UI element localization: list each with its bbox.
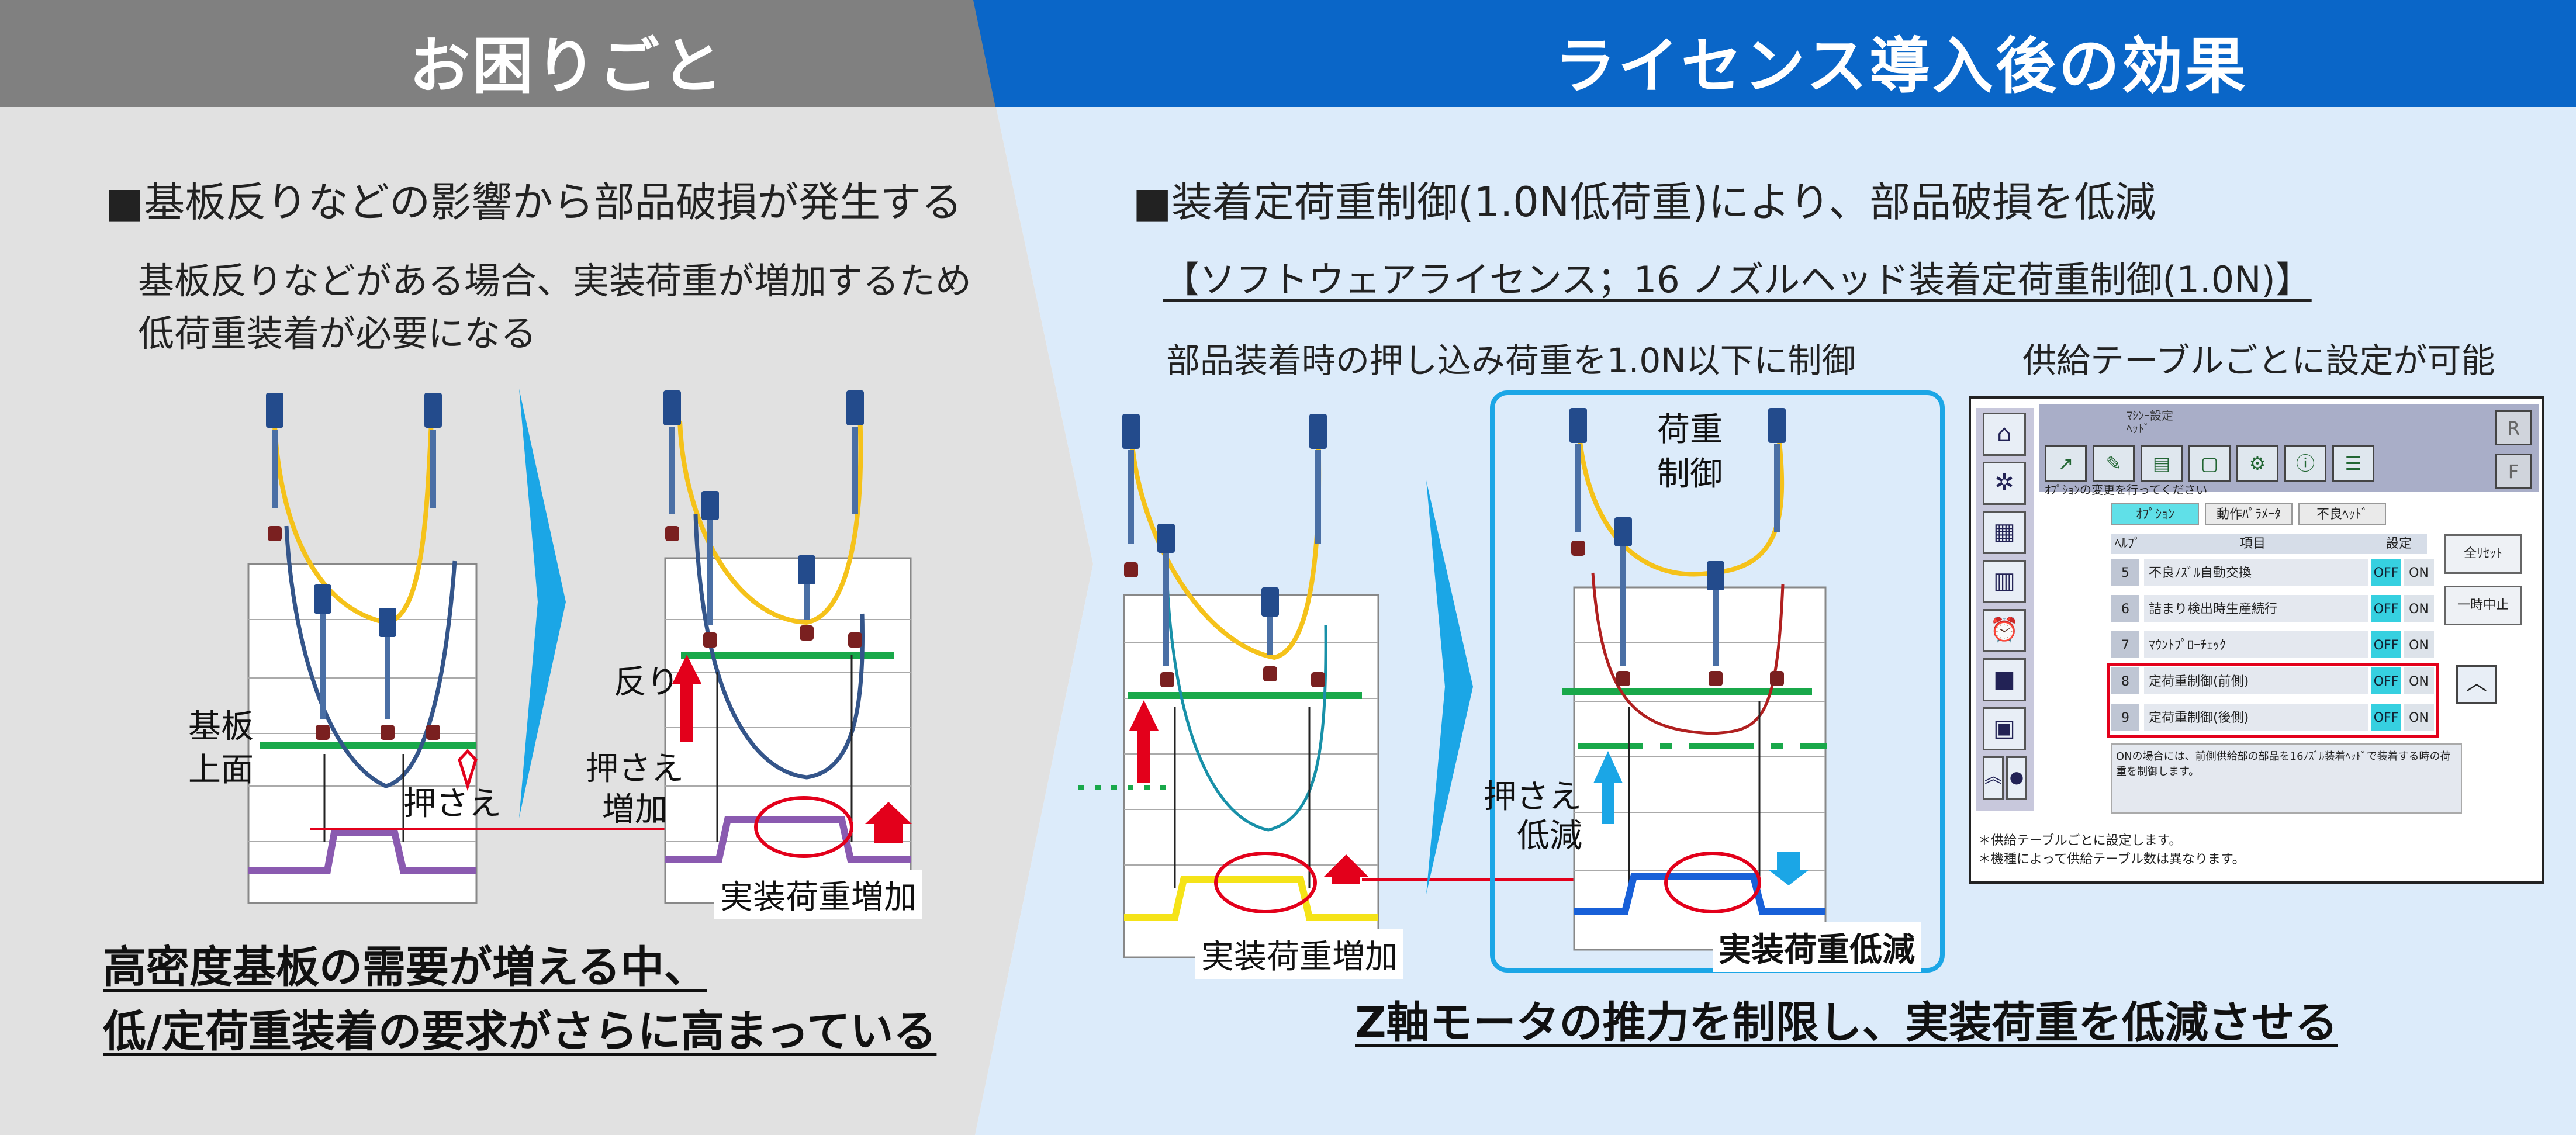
left-desc-2: 低荷重装着が必要になる	[138, 312, 537, 355]
row-number: 9	[2111, 704, 2139, 731]
label-press: 押さえ	[403, 785, 502, 823]
row-label: 定荷重制御(前側)	[2144, 667, 2368, 694]
left-bottom-2: 低/定荷重装着の要求がさらに高まっている	[103, 1006, 937, 1057]
lock-icon[interactable]: ▣	[1983, 707, 2026, 750]
table-row[interactable]: 5 不良ﾉｽﾞﾙ自動交換 OFF ON	[2111, 558, 2434, 587]
left-chevron	[519, 389, 566, 818]
row-number: 7	[2111, 631, 2139, 658]
label-board-surface-2: 上面	[188, 751, 254, 789]
tab-motion-params[interactable]: 動作ﾊﾟﾗﾒｰﾀ	[2205, 503, 2293, 525]
off-toggle[interactable]: OFF	[2371, 631, 2401, 658]
label-press-increase-1: 押さえ	[586, 750, 684, 788]
on-toggle[interactable]: ON	[2404, 595, 2434, 622]
left-graph-1	[247, 393, 478, 904]
row-label: 不良ﾉｽﾞﾙ自動交換	[2144, 559, 2368, 586]
chart-icon[interactable]: ▥	[1983, 560, 2026, 603]
panel-top-bar: ﾏｼﾝｰ設定 ﾍｯﾄﾞ ↗ ✎ ▤ ▢ ⚙ ⓘ ☰ R F	[2039, 404, 2539, 492]
block-icon[interactable]: ■	[1983, 658, 2026, 701]
user-icon[interactable]: ●	[2006, 756, 2027, 800]
right-header-title: ライセンス導入後の効果	[1555, 30, 2248, 102]
row-number: 8	[2111, 667, 2139, 694]
right-heading: ■装着定荷重制御(1.0N低荷重)により、部品破損を低減	[1133, 178, 2156, 226]
right-chevron	[1426, 480, 1473, 894]
sub-right: 供給テーブルごとに設定が可能	[2022, 341, 2495, 380]
gear-icon[interactable]: ⚙	[2236, 445, 2278, 482]
left-header-bar	[0, 0, 995, 107]
off-toggle[interactable]: OFF	[2371, 704, 2401, 731]
right-header-bar	[973, 0, 2576, 107]
pause-button[interactable]: 一時中止	[2444, 586, 2522, 625]
right-graph-2	[1490, 390, 1945, 973]
list-icon[interactable]: ☰	[2332, 445, 2374, 482]
machine-settings-panel: ⌂ ✲ ▦ ▥ ⏰ ■ ▣ ︽ ● ﾏｼﾝｰ設定 ﾍｯﾄﾞ ↗ ✎ ▤ ▢ ⚙ …	[1969, 396, 2544, 884]
note-1: ＊供給テーブルごとに設定します。	[1978, 833, 2182, 848]
license-name: 【ソフトウェアライセンス；16 ノズルヘッド装着定荷重制御(1.0N)】	[1163, 258, 2312, 301]
col-item: 項目	[2240, 537, 2266, 551]
label-press-reduce-1: 押さえ	[1484, 778, 1582, 816]
right-bottom: Z軸モータの推力を制限し、実装荷重を低減させる	[1355, 998, 2338, 1048]
chevron-up-icon[interactable]: ︿	[2456, 665, 2497, 704]
off-toggle[interactable]: OFF	[2371, 559, 2401, 586]
row-number: 5	[2111, 559, 2139, 586]
key-r-button[interactable]: R	[2495, 410, 2532, 445]
off-toggle[interactable]: OFF	[2371, 667, 2401, 694]
left-desc-1: 基板反りなどがある場合、実装荷重が増加するため	[138, 259, 972, 302]
scroll-up-icon[interactable]: ︽	[1983, 756, 2004, 800]
row-label: 定荷重制御(後側)	[2144, 704, 2368, 731]
table-row[interactable]: 6 詰まり検出時生産続行 OFF ON	[2111, 594, 2434, 623]
table-row[interactable]: 8 定荷重制御(前側) OFF ON	[2111, 666, 2434, 695]
grid-icon[interactable]: ▤	[2141, 445, 2183, 482]
board-icon[interactable]: ▦	[1983, 511, 2026, 554]
row-number: 6	[2111, 595, 2139, 622]
table-header: ﾍﾙﾌﾟ 項目 設定	[2111, 534, 2427, 554]
label-load-increase-left: 実装荷重増加	[714, 870, 922, 919]
label-load-increase-right: 実装荷重増加	[1195, 929, 1403, 979]
highlight-box	[2107, 663, 2439, 738]
label-board-surface-1: 基板	[188, 708, 254, 746]
on-toggle[interactable]: ON	[2404, 667, 2434, 694]
left-graph-2	[663, 390, 912, 904]
row-label: 詰まり検出時生産続行	[2144, 595, 2368, 622]
tab-defective-head[interactable]: 不良ﾍｯﾄﾞ	[2298, 503, 2386, 525]
reset-all-button[interactable]: 全ﾘｾｯﾄ	[2444, 534, 2522, 574]
left-heading: ■基板反りなどの影響から部品破損が発生する	[105, 178, 963, 226]
col-help: ﾍﾙﾌﾟ	[2115, 537, 2141, 551]
note-2: ＊機種によって供給テーブル数は異なります。	[1978, 852, 2245, 867]
info-icon[interactable]: ⓘ	[2284, 445, 2326, 482]
label-warp: 反り	[614, 663, 679, 701]
label-load-control-1: 荷重	[1657, 411, 1723, 449]
sub-left: 部品装着時の押し込み荷重を1.0N以下に制御	[1166, 341, 1856, 380]
col-setting: 設定	[2386, 537, 2412, 551]
alarm-icon[interactable]: ⏰	[1983, 609, 2026, 652]
fan-icon[interactable]: ✲	[1983, 462, 2026, 505]
panel-title: ﾏｼﾝｰ設定 ﾍｯﾄﾞ	[2127, 409, 2173, 435]
help-text: ONの場合には、前側供給部の部品を16ﾉｽﾞﾙ装着ﾍｯﾄﾞで装着する時の荷重を制…	[2111, 743, 2462, 814]
key-f-button[interactable]: F	[2495, 454, 2532, 489]
on-toggle[interactable]: ON	[2404, 631, 2434, 658]
label-load-control-2: 制御	[1657, 455, 1723, 493]
panel-message: ｵﾌﾟｼｮﾝの変更を行ってください	[2045, 483, 2208, 497]
label-press-reduce-2: 低減	[1517, 817, 1582, 855]
trend-icon[interactable]: ↗	[2045, 445, 2087, 482]
on-toggle[interactable]: ON	[2404, 559, 2434, 586]
panel-sidebar: ⌂ ✲ ▦ ▥ ⏰ ■ ▣ ︽ ●	[1976, 408, 2034, 811]
row-label: ﾏｳﾝﾄﾌﾟﾛｰﾁｪｯｸ	[2144, 631, 2368, 658]
wrench-icon[interactable]: ✎	[2093, 445, 2135, 482]
document-icon[interactable]: ▢	[2188, 445, 2231, 482]
tab-option[interactable]: ｵﾌﾟｼｮﾝ	[2111, 503, 2199, 525]
home-icon[interactable]: ⌂	[1983, 413, 2026, 456]
right-graph-1	[1078, 414, 1379, 958]
off-toggle[interactable]: OFF	[2371, 595, 2401, 622]
table-row[interactable]: 7 ﾏｳﾝﾄﾌﾟﾛｰﾁｪｯｸ OFF ON	[2111, 630, 2434, 659]
label-load-reduce: 実装荷重低減	[1713, 922, 1921, 972]
left-bottom-1: 高密度基板の需要が増える中、	[103, 942, 707, 992]
table-row[interactable]: 9 定荷重制御(後側) OFF ON	[2111, 703, 2434, 732]
left-header-title: お困りごと	[409, 30, 725, 102]
label-press-increase-2: 増加	[602, 791, 668, 829]
on-toggle[interactable]: ON	[2404, 704, 2434, 731]
